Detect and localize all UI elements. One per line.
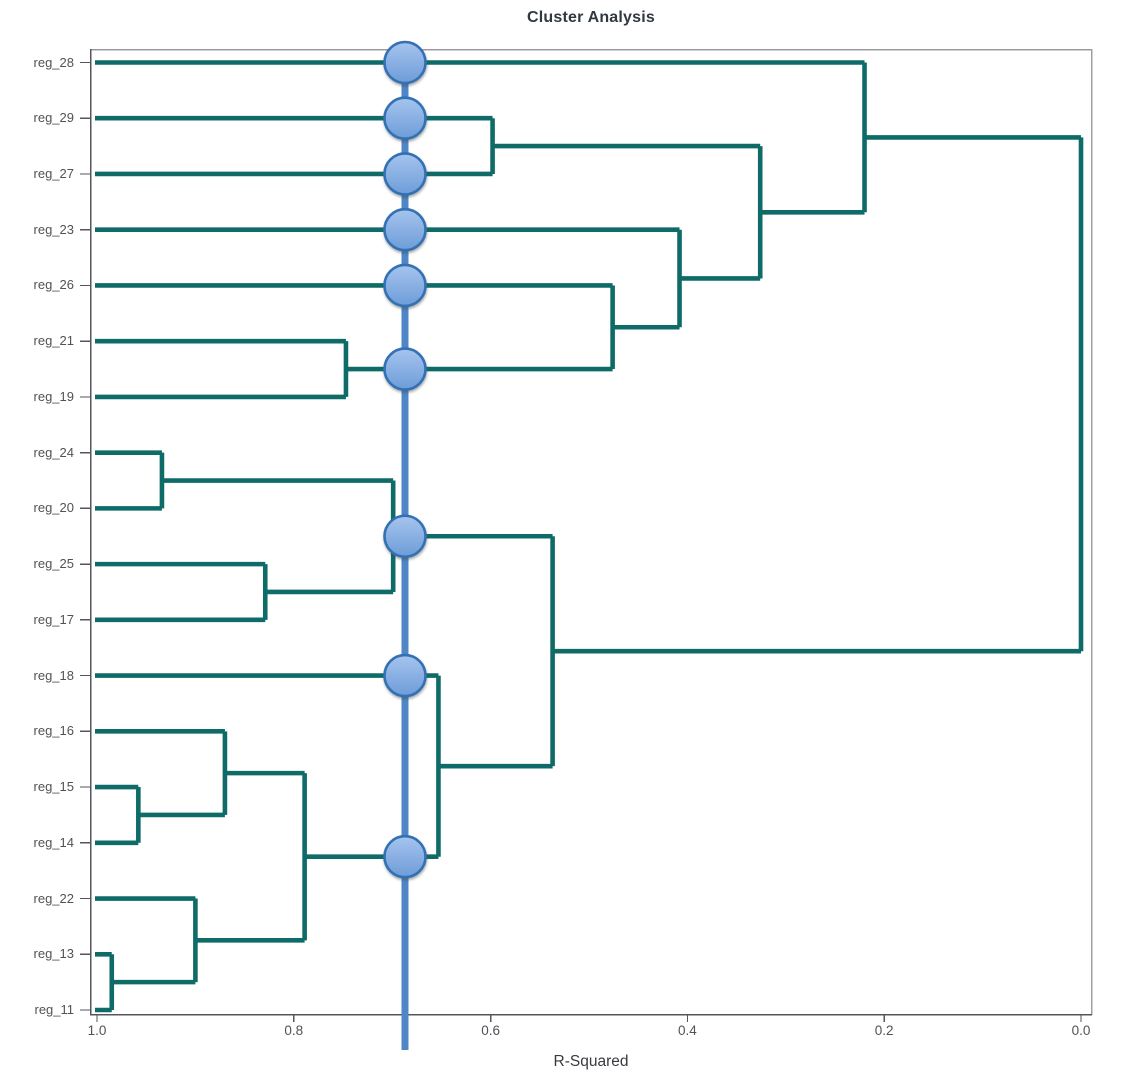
- leaf-label-reg_28: reg_28: [33, 54, 74, 70]
- leaf-label-reg_20: reg_20: [33, 500, 74, 516]
- cluster-marker: [383, 152, 427, 196]
- cluster-marker: [383, 834, 427, 879]
- chart-title: Cluster Analysis: [527, 9, 655, 26]
- leaf-label-reg_26: reg_26: [33, 277, 74, 293]
- cluster-marker: [383, 40, 427, 85]
- leaf-label-reg_14: reg_14: [33, 834, 74, 850]
- cluster-marker: [383, 263, 427, 308]
- cluster-marker: [383, 514, 427, 559]
- leaf-label-reg_21: reg_21: [33, 333, 74, 349]
- leaf-label-reg_13: reg_13: [33, 946, 74, 962]
- leaf-label-reg_19: reg_19: [33, 388, 74, 404]
- x-tick-label-0.6: 0.6: [481, 1023, 500, 1038]
- x-tick-label-0.8: 0.8: [284, 1023, 304, 1038]
- leaf-label-reg_29: reg_29: [33, 110, 74, 126]
- leaf-label-reg_18: reg_18: [33, 667, 74, 683]
- cluster-marker: [383, 653, 427, 698]
- x-axis-label: R-Squared: [553, 1053, 629, 1070]
- leaf-label-reg_25: reg_25: [33, 556, 74, 572]
- leaf-label-reg_27: reg_27: [33, 165, 74, 181]
- cluster-marker: [383, 347, 427, 391]
- x-tick-label-0.0: 0.0: [1071, 1023, 1091, 1038]
- x-tick-label-1.0: 1.0: [87, 1023, 107, 1038]
- leaf-label-reg_22: reg_22: [33, 890, 74, 906]
- cluster-marker: [383, 96, 427, 141]
- leaf-label-reg_17: reg_17: [33, 611, 74, 627]
- leaf-label-reg_24: reg_24: [33, 444, 74, 460]
- leaf-label-reg_23: reg_23: [33, 221, 74, 237]
- leaf-label-reg_11: reg_11: [34, 1002, 74, 1017]
- cluster-marker: [383, 207, 427, 252]
- leaf-label-reg_15: reg_15: [33, 779, 74, 795]
- x-tick-label-0.2: 0.2: [874, 1023, 894, 1038]
- x-tick-label-0.4: 0.4: [678, 1023, 697, 1038]
- leaf-label-reg_16: reg_16: [33, 723, 74, 739]
